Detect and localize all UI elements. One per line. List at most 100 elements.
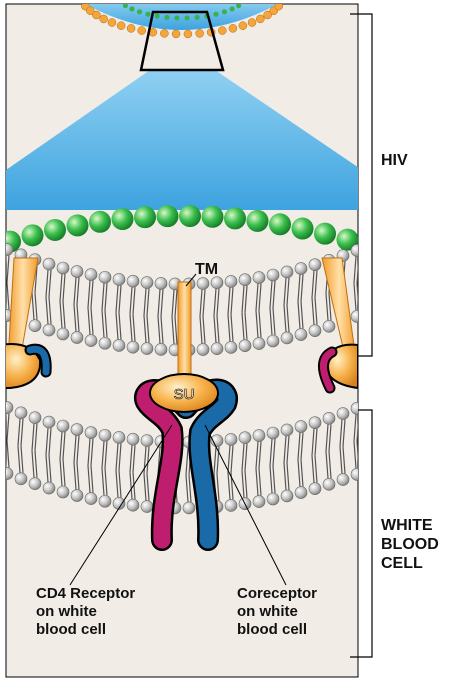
lipid-head: [99, 271, 111, 283]
virus-capsid-dot: [229, 6, 234, 11]
capsid-bead: [157, 205, 179, 227]
lipid-head: [99, 495, 111, 507]
lipid-head: [295, 487, 307, 499]
lipid-head: [57, 486, 69, 498]
coreceptor-line-3: blood cell: [237, 621, 317, 639]
lipid-head: [85, 335, 97, 347]
virus-surface-particle: [117, 22, 125, 30]
lipid-head: [127, 341, 139, 353]
lipid-head: [85, 427, 97, 439]
lipid-head: [29, 412, 41, 424]
virus-capsid-dot: [137, 9, 142, 14]
lipid-head: [225, 499, 237, 511]
lipid-head: [57, 328, 69, 340]
virus-capsid-dot: [129, 6, 134, 11]
lipid-head: [295, 421, 307, 433]
lipid-head: [351, 468, 363, 480]
wbc-line-2: BLOOD: [381, 535, 439, 554]
lipid-head: [281, 424, 293, 436]
wbc-line-1: WHITE: [381, 516, 439, 535]
lipid-head: [113, 339, 125, 351]
capsid-bead: [224, 207, 246, 229]
coreceptor-line-2: on white: [237, 603, 317, 621]
lipid-head: [99, 337, 111, 349]
virus-surface-particle: [160, 29, 168, 37]
lipid-head: [155, 343, 167, 355]
cd4-receptor-label: CD4 Receptor on white blood cell: [36, 585, 135, 639]
virus-surface-particle: [275, 2, 283, 10]
wbc-line-3: CELL: [381, 554, 439, 573]
capsid-bead: [44, 219, 66, 241]
virus-surface-particle: [127, 24, 135, 32]
virus-surface-particle: [92, 11, 100, 19]
lipid-head: [225, 275, 237, 287]
lipid-head: [197, 344, 209, 356]
lipid-head: [57, 420, 69, 432]
lipid-head: [15, 473, 27, 485]
lipid-head: [253, 338, 265, 350]
lipid-head: [127, 499, 139, 511]
lipid-head: [43, 258, 55, 270]
lipid-head: [127, 275, 139, 287]
virus-surface-particle: [239, 22, 247, 30]
lipid-head: [295, 263, 307, 275]
cd4-line-2: on white: [36, 603, 135, 621]
lipid-head: [351, 244, 363, 256]
lipid-head: [71, 424, 83, 436]
lipid-head: [85, 269, 97, 281]
virus-surface-particle: [184, 30, 192, 38]
capsid-bead: [314, 223, 336, 245]
lipid-head: [323, 412, 335, 424]
lipid-head: [141, 343, 153, 355]
lipid-head: [141, 435, 153, 447]
lipid-head: [1, 402, 13, 414]
lipid-head: [253, 430, 265, 442]
virus-capsid-dot: [174, 15, 179, 20]
lipid-head: [1, 468, 13, 480]
virus-capsid-dot: [195, 15, 200, 20]
capsid-bead: [67, 214, 89, 236]
lipid-head: [85, 493, 97, 505]
su-label: SU: [174, 386, 195, 403]
lipid-head: [71, 490, 83, 502]
capsid-bead: [179, 205, 201, 227]
lipid-head: [281, 266, 293, 278]
lipid-head: [309, 483, 321, 495]
lipid-head: [281, 332, 293, 344]
lipid-head: [309, 325, 321, 337]
lipid-head: [1, 244, 13, 256]
lipid-head: [281, 490, 293, 502]
virus-capsid-dot: [184, 15, 189, 20]
virus-capsid-dot: [213, 12, 218, 17]
capsid-bead: [247, 210, 269, 232]
lipid-head: [267, 335, 279, 347]
lipid-head: [15, 407, 27, 419]
virus-surface-particle: [218, 27, 226, 35]
lipid-head: [267, 493, 279, 505]
virus-surface-particle: [172, 30, 180, 38]
lipid-head: [127, 433, 139, 445]
virus-capsid-dot: [222, 9, 227, 14]
cd4-line-1: CD4 Receptor: [36, 585, 135, 603]
lipid-head: [29, 478, 41, 490]
lipid-head: [351, 402, 363, 414]
hiv-label: HIV: [381, 152, 408, 169]
virus-surface-particle: [229, 24, 237, 32]
lipid-head: [71, 266, 83, 278]
capsid-bead: [22, 224, 44, 246]
virus-capsid-dot: [164, 15, 169, 20]
lipid-head: [113, 431, 125, 443]
lipid-head: [99, 429, 111, 441]
lipid-head: [225, 433, 237, 445]
capsid-bead: [269, 213, 291, 235]
lipid-head: [337, 408, 349, 420]
lipid-head: [239, 274, 251, 286]
lipid-head: [141, 277, 153, 289]
lipid-head: [267, 269, 279, 281]
virus-surface-particle: [196, 29, 204, 37]
virus-surface-particle: [256, 15, 264, 23]
lipid-head: [253, 496, 265, 508]
lipid-head: [337, 474, 349, 486]
virus-surface-particle: [100, 15, 108, 23]
